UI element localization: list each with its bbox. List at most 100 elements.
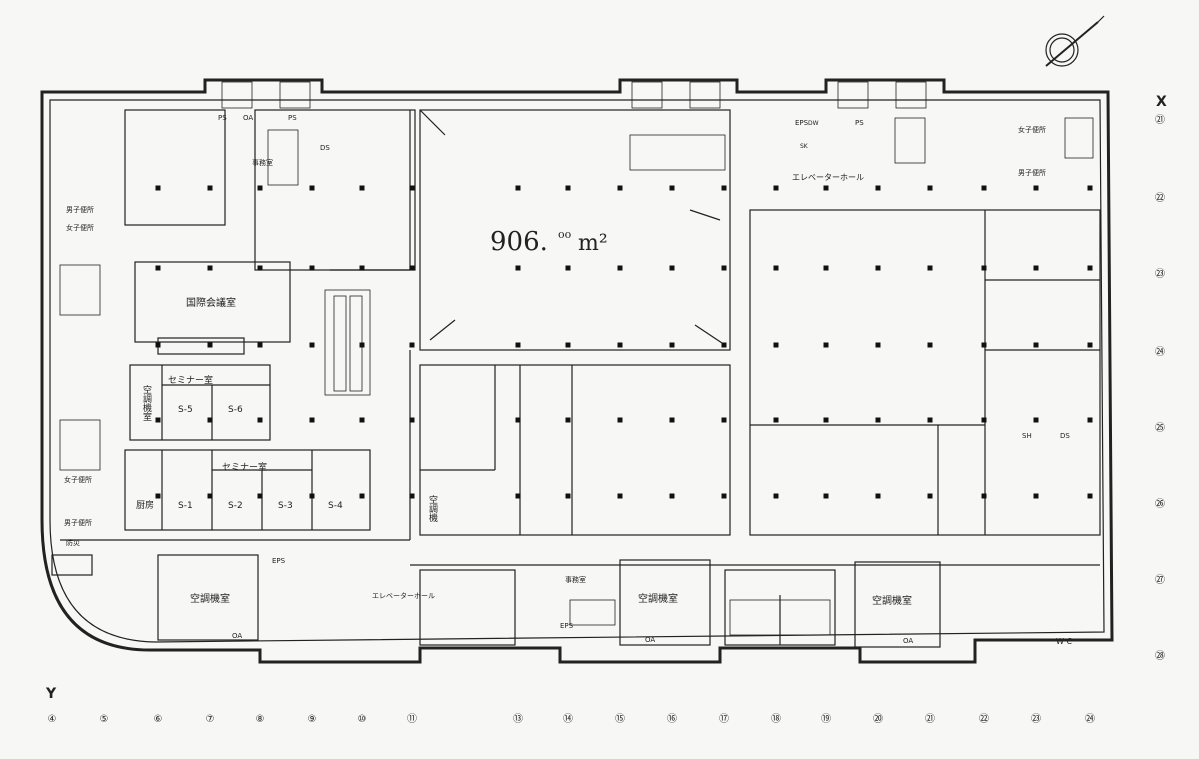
- column-marker: [981, 342, 987, 348]
- column-marker: [875, 185, 881, 191]
- tag-oa-2: OA: [232, 632, 242, 640]
- column-marker: [359, 493, 365, 499]
- room-office-lower: 事務室: [565, 575, 586, 584]
- column-marker: [1033, 265, 1039, 271]
- room-elevator-hall: エレベーターホール: [792, 173, 864, 182]
- column-marker: [207, 265, 213, 271]
- column-marker: [823, 342, 829, 348]
- column-marker: [1033, 185, 1039, 191]
- grid-x-marker: ⑤: [100, 714, 109, 725]
- column-marker: [515, 342, 521, 348]
- column-marker: [823, 265, 829, 271]
- column-marker: [515, 265, 521, 271]
- grid-x-marker: ⑨: [308, 714, 317, 725]
- column-marker: [409, 417, 415, 423]
- tag-eps-1: EPS: [795, 119, 809, 127]
- grid-x-marker: ⑪: [407, 713, 417, 725]
- room-s4: S-4: [328, 501, 343, 511]
- column-marker: [721, 185, 727, 191]
- grid-y-marker: ㉕: [1155, 422, 1165, 434]
- room-wc: W C: [1056, 637, 1072, 646]
- room-s6: S-6: [228, 405, 243, 415]
- column-marker: [617, 417, 623, 423]
- column-marker: [981, 417, 987, 423]
- grid-x-marker: ④: [48, 714, 57, 725]
- axis-x-label: X: [1156, 94, 1167, 110]
- column-marker: [309, 493, 315, 499]
- column-marker: [207, 417, 213, 423]
- grid-x-marker: ⑰: [719, 713, 729, 725]
- column-marker: [565, 493, 571, 499]
- column-marker: [155, 493, 161, 499]
- tag-oa-1: OA: [243, 114, 253, 122]
- tag-eps-2: EPS: [272, 557, 286, 565]
- column-marker: [617, 493, 623, 499]
- room-elevator-hall-small: エレベーターホール: [372, 591, 435, 600]
- column-marker: [565, 417, 571, 423]
- column-marker: [155, 342, 161, 348]
- column-marker: [927, 265, 933, 271]
- column-marker: [669, 417, 675, 423]
- tag-sh: SH: [1022, 432, 1032, 440]
- grid-y-marker: ㉖: [1155, 498, 1165, 510]
- column-marker: [155, 265, 161, 271]
- column-marker: [773, 342, 779, 348]
- grid-x-marker: ⑭: [563, 713, 573, 725]
- column-marker: [669, 265, 675, 271]
- column-marker: [773, 185, 779, 191]
- column-marker: [721, 417, 727, 423]
- column-marker: [309, 265, 315, 271]
- column-marker: [207, 493, 213, 499]
- column-marker: [565, 265, 571, 271]
- room-ac-center: 空調機: [427, 494, 438, 523]
- column-marker: [773, 493, 779, 499]
- column-marker: [1033, 342, 1039, 348]
- column-marker: [721, 493, 727, 499]
- column-marker: [515, 417, 521, 423]
- grid-y-marker: ㉓: [1155, 268, 1165, 280]
- grid-x-marker: ⑬: [513, 713, 523, 725]
- column-marker: [773, 265, 779, 271]
- tag-oa-3: OA: [645, 636, 655, 644]
- column-marker: [257, 185, 263, 191]
- room-disaster-center: 防災: [66, 538, 80, 547]
- column-marker: [823, 417, 829, 423]
- column-marker: [875, 342, 881, 348]
- column-marker: [927, 493, 933, 499]
- column-marker: [875, 493, 881, 499]
- column-marker: [309, 342, 315, 348]
- column-marker: [927, 185, 933, 191]
- grid-y-marker: ㉗: [1155, 574, 1165, 586]
- room-womens-wc-lower: 女子便所: [64, 475, 92, 484]
- room-intl-conference: 国際会議室: [186, 296, 236, 309]
- building-outline: [40, 78, 1114, 664]
- column-marker: [515, 185, 521, 191]
- room-mens-wc-left: 男子便所: [66, 205, 94, 214]
- stair-hatching: [59, 81, 1094, 636]
- column-marker: [1087, 185, 1093, 191]
- room-s2: S-2: [228, 501, 243, 511]
- grid-x-marker: ⑮: [615, 713, 625, 725]
- axis-y-label: Y: [45, 686, 57, 702]
- tag-sk-1: SK: [800, 143, 809, 150]
- room-office: 事務室: [252, 158, 273, 167]
- column-marker: [1087, 493, 1093, 499]
- column-marker: [823, 185, 829, 191]
- column-marker: [359, 265, 365, 271]
- column-marker: [669, 342, 675, 348]
- area-value: 906.: [490, 227, 548, 257]
- column-marker: [409, 185, 415, 191]
- column-marker: [359, 185, 365, 191]
- column-marker: [309, 417, 315, 423]
- column-marker: [409, 493, 415, 499]
- column-marker: [515, 493, 521, 499]
- column-marker: [927, 342, 933, 348]
- room-s5: S-5: [178, 405, 193, 415]
- column-marker: [721, 265, 727, 271]
- tag-dw-1: DW: [808, 120, 819, 127]
- column-marker: [981, 265, 987, 271]
- column-marker: [875, 265, 881, 271]
